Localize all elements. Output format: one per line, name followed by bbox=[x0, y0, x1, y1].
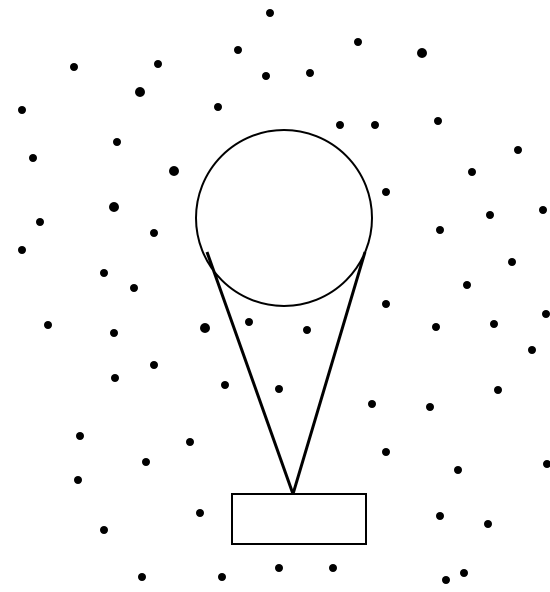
dot bbox=[150, 229, 158, 237]
dot bbox=[417, 48, 427, 58]
dot bbox=[275, 564, 283, 572]
dot bbox=[200, 323, 210, 333]
dot bbox=[70, 63, 78, 71]
dot bbox=[169, 166, 179, 176]
dot bbox=[354, 38, 362, 46]
basket-rectangle bbox=[232, 494, 366, 544]
dot bbox=[336, 121, 344, 129]
dot bbox=[196, 509, 204, 517]
dot bbox=[382, 188, 390, 196]
dot bbox=[100, 269, 108, 277]
dot bbox=[528, 346, 536, 354]
dot bbox=[432, 323, 440, 331]
dot bbox=[18, 246, 26, 254]
dot bbox=[468, 168, 476, 176]
dot bbox=[329, 564, 337, 572]
dot bbox=[221, 381, 229, 389]
dot bbox=[18, 106, 26, 114]
dot bbox=[463, 281, 471, 289]
dot bbox=[262, 72, 270, 80]
dot bbox=[306, 69, 314, 77]
dot bbox=[486, 211, 494, 219]
dot bbox=[371, 121, 379, 129]
dot bbox=[218, 573, 226, 581]
dot bbox=[76, 432, 84, 440]
dot bbox=[368, 400, 376, 408]
dot bbox=[113, 138, 121, 146]
dot bbox=[111, 374, 119, 382]
dot bbox=[382, 448, 390, 456]
dot bbox=[454, 466, 462, 474]
dot bbox=[382, 300, 390, 308]
dot bbox=[154, 60, 162, 68]
dot bbox=[36, 218, 44, 226]
dot bbox=[484, 520, 492, 528]
dot bbox=[234, 46, 242, 54]
dot bbox=[266, 9, 274, 17]
dot bbox=[142, 458, 150, 466]
dot bbox=[508, 258, 516, 266]
dot bbox=[110, 329, 118, 337]
dot bbox=[442, 576, 450, 584]
dot bbox=[514, 146, 522, 154]
dot bbox=[100, 526, 108, 534]
dot bbox=[542, 310, 550, 318]
dot bbox=[436, 512, 444, 520]
dot bbox=[436, 226, 444, 234]
dot bbox=[303, 326, 311, 334]
dot bbox=[426, 403, 434, 411]
dot bbox=[130, 284, 138, 292]
dot bbox=[275, 385, 283, 393]
dot bbox=[490, 320, 498, 328]
dot bbox=[74, 476, 82, 484]
dot bbox=[245, 318, 253, 326]
dot bbox=[109, 202, 119, 212]
dot bbox=[186, 438, 194, 446]
dot bbox=[44, 321, 52, 329]
dot bbox=[460, 569, 468, 577]
dot bbox=[494, 386, 502, 394]
dot bbox=[29, 154, 37, 162]
dot bbox=[434, 117, 442, 125]
dot bbox=[135, 87, 145, 97]
dot bbox=[138, 573, 146, 581]
dot bbox=[214, 103, 222, 111]
dot bbox=[150, 361, 158, 369]
dot bbox=[539, 206, 547, 214]
